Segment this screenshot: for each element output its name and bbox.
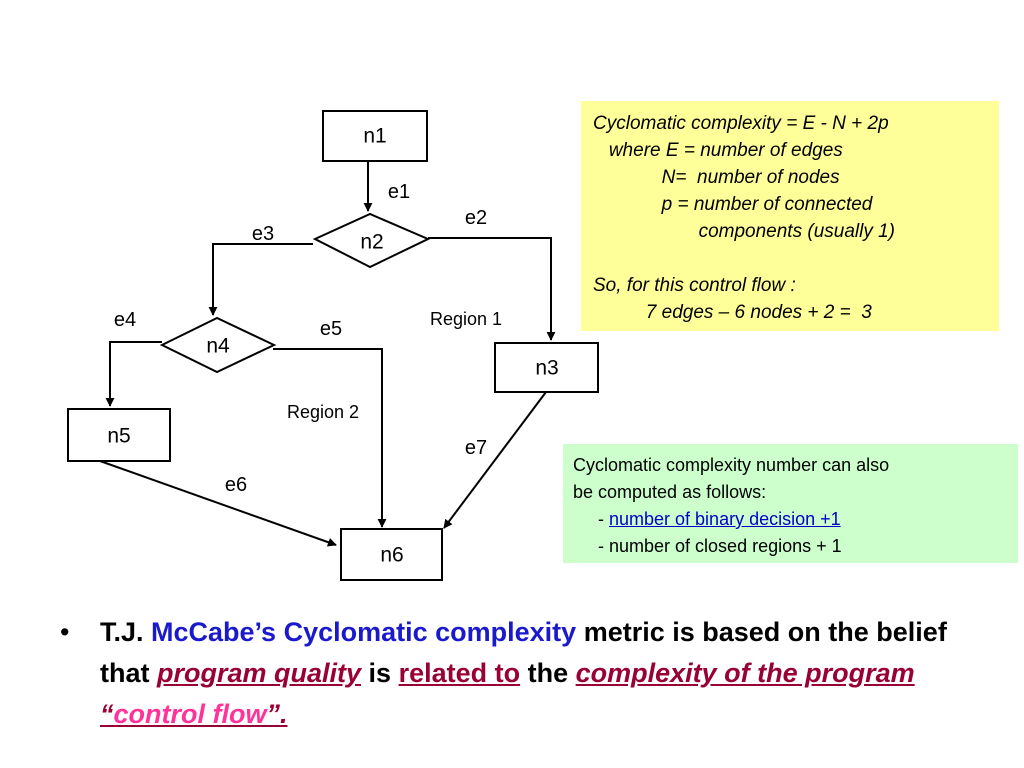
control-flow-graph: n1 n2 n3 n4 n5 n6 e1 e2 e3 e4 e5 e6 e7 R…: [67, 110, 599, 581]
bullet-text-part: T.J.: [100, 617, 152, 647]
edge-label-e6: e6: [225, 474, 247, 496]
formula-line: N= number of nodes: [593, 167, 840, 188]
bullet-highlight-term: McCabe’s Cyclomatic complexity: [151, 617, 577, 647]
edge-label-e7: e7: [465, 437, 487, 459]
alternative-computation-note: Cyclomatic complexity number can also be…: [563, 444, 1018, 563]
bullet-text: T.J. McCabe’s Cyclomatic complexity metr…: [100, 612, 980, 735]
formula-line: p = number of connected: [593, 194, 873, 215]
bullet-text-part: is: [361, 658, 399, 688]
node-n2: n2: [312, 212, 431, 269]
alt-note-item: - number of closed regions + 1: [573, 536, 842, 556]
node-n3-label: n3: [535, 357, 558, 380]
bullet-glyph: •: [60, 617, 70, 647]
node-n1-label: n1: [363, 125, 386, 148]
region-label-2: Region 2: [287, 402, 359, 422]
edge-label-e5: e5: [320, 318, 342, 340]
node-n4: n4: [159, 316, 277, 374]
alt-note-item: - number of binary decision +1: [573, 506, 1008, 533]
formula-line: Cyclomatic complexity = E - N + 2p: [593, 113, 889, 134]
bullet-complexity-phrase: complexity of the program “: [100, 658, 915, 729]
node-n5: n5: [67, 408, 171, 462]
bullet-text-part: the: [520, 658, 576, 688]
formula-line: So, for this control flow :: [593, 275, 796, 296]
edge-label-e2: e2: [465, 207, 487, 229]
edge-label-e3: e3: [252, 223, 274, 245]
node-n4-label: n4: [206, 335, 230, 358]
node-n3: n3: [494, 342, 599, 393]
node-n6: n6: [340, 528, 443, 581]
bullet-control-flow: control flow: [113, 699, 267, 729]
edge-e6: [99, 460, 337, 547]
alt-note-line: Cyclomatic complexity number can also: [573, 455, 890, 475]
cyclomatic-formula-note: Cyclomatic complexity = E - N + 2p where…: [581, 101, 999, 331]
binary-decision-link[interactable]: number of binary decision +1: [609, 509, 841, 529]
bullet-related-to: related to: [398, 658, 521, 688]
edge-e2: [428, 237, 556, 341]
bullet-program-quality: program quality: [157, 658, 362, 688]
formula-line: where E = number of edges: [593, 140, 843, 161]
bullet-closing-quote: ”.: [266, 699, 288, 729]
edge-label-e4: e4: [114, 309, 136, 331]
alt-note-item-prefix: -: [573, 509, 609, 529]
node-n5-label: n5: [107, 425, 130, 448]
edge-e7: [443, 391, 547, 529]
node-n6-label: n6: [380, 544, 403, 567]
edge-label-e1: e1: [388, 181, 410, 203]
formula-line: components (usually 1): [593, 221, 896, 242]
formula-line: 7 edges – 6 nodes + 2 = 3: [593, 302, 872, 323]
edge-e3: [208, 243, 313, 316]
node-n2-label: n2: [360, 231, 383, 254]
node-n1: n1: [322, 110, 428, 162]
edge-e5: [273, 348, 387, 528]
bullet-text-part: metric is based on the belief that: [100, 617, 947, 688]
edge-e4: [105, 341, 162, 407]
alt-note-line: be computed as follows:: [573, 482, 767, 502]
formula-spacer: [593, 245, 987, 272]
region-label-1: Region 1: [430, 309, 502, 329]
